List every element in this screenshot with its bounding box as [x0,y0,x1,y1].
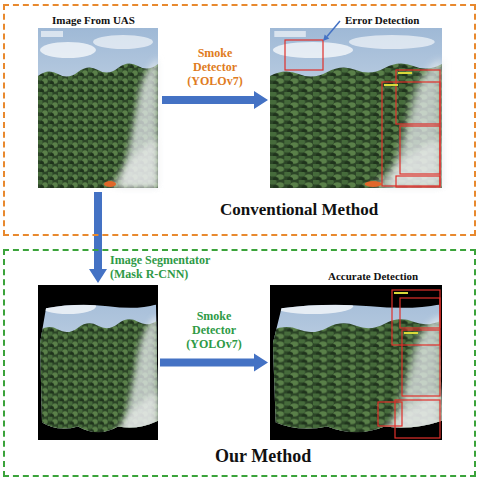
edge-label: Image Segmentator (Mask R-CNN) [110,253,235,281]
smoke-box [395,400,440,438]
edge-label-holder: Smoke Detector (YOLOv7) [179,46,251,88]
smoke-box [396,70,440,124]
uas-image: Image From UAS [35,10,160,190]
uas-photo [38,28,158,188]
detection-boxes [285,40,440,438]
block-arrow [162,91,268,109]
smoke-box [378,402,402,426]
false-detection-box [285,40,323,70]
smoke-box [396,176,440,187]
smoke-box [392,290,440,345]
method-region: Our Method Accurate Detection [3,249,476,477]
box-tags [384,72,418,334]
smoke-box [400,298,440,328]
image-heading: Image From UAS [52,14,135,27]
region-title: Conventional Method [220,200,378,220]
smoke-box [402,330,440,396]
leader-line [327,21,340,37]
box-tag [394,292,408,294]
image-heading: Error Detection [345,14,419,27]
region-title: Our Method [215,446,311,468]
box-tag [398,72,412,74]
segmented-image [38,285,158,440]
detection-image: Error Detection [270,10,442,190]
edge-label: Smoke Detector (YOLOv7) [178,309,250,351]
edge-label-holder: Image Segmentator (Mask R-CNN) [110,253,235,281]
block-arrow [160,354,268,372]
smoke-box [400,126,440,174]
detection-photo [270,28,442,188]
box-tag [384,84,398,86]
image-heading: Accurate Detection [328,270,418,283]
method-region: Conventional Method Image From UAS Error D… [3,4,476,236]
block-arrow [89,192,107,283]
segmented-photo [38,285,158,440]
detection-image: Accurate Detection [270,266,442,440]
segmented-detection-photo [270,285,442,440]
leader-arrowhead [323,35,329,42]
edge-label-holder: Smoke Detector (YOLOv7) [178,309,250,351]
smoke-box [382,82,440,186]
box-tag [404,332,418,334]
edge-label: Smoke Detector (YOLOv7) [179,46,251,88]
